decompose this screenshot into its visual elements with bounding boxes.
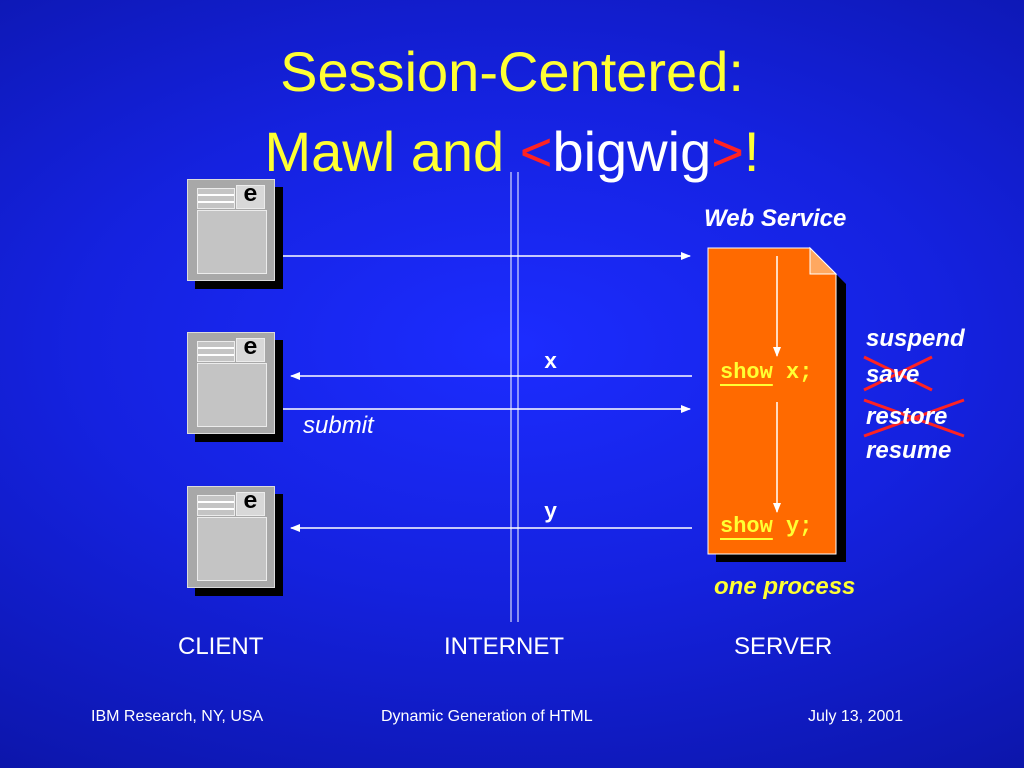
footer-title: Dynamic Generation of HTML — [381, 708, 593, 725]
show-y-statement: show y; — [720, 514, 812, 539]
message-y-label: y — [544, 500, 558, 525]
browser-title-bar — [197, 495, 235, 516]
browser-screen — [197, 210, 267, 274]
browser-screen — [197, 517, 267, 581]
show-keyword: show — [720, 360, 773, 385]
client-column-label: CLIENT — [178, 633, 264, 660]
one-process-label: one process — [714, 573, 856, 600]
browser-title-bar — [197, 188, 235, 209]
word-save: save — [866, 361, 920, 388]
title-mawl-and: Mawl and — [264, 120, 520, 183]
footer-organization: IBM Research, NY, USA — [91, 708, 264, 725]
show-y-arg: y; — [772, 514, 813, 539]
browser-window-2: e — [187, 332, 275, 434]
show-keyword: show — [720, 514, 773, 539]
word-suspend: suspend — [866, 325, 965, 352]
server-document — [707, 247, 837, 555]
title-lt: < — [519, 120, 553, 183]
browser-e-icon: e — [236, 337, 265, 362]
browser-e-icon: e — [236, 491, 265, 516]
browser-window-3: e — [187, 486, 275, 588]
title-bigwig: bigwig — [552, 120, 712, 183]
browser-screen — [197, 363, 267, 427]
show-x-statement: show x; — [720, 360, 812, 385]
submit-label: submit — [303, 412, 374, 439]
word-restore: restore — [866, 403, 948, 430]
message-x-label: x — [544, 350, 558, 375]
browser-window-1: e — [187, 179, 275, 281]
save-cross-b — [863, 355, 933, 392]
server-column-label: SERVER — [734, 633, 833, 660]
title-gt: > — [711, 120, 744, 183]
word-resume: resume — [866, 437, 952, 464]
web-service-label: Web Service — [704, 205, 847, 232]
footer-date: July 13, 2001 — [808, 708, 904, 725]
slide-title-line2: Mawl and <bigwig>! — [0, 122, 1024, 182]
restore-cross-b — [863, 398, 965, 438]
internet-column-label: INTERNET — [444, 633, 564, 660]
server-dogear — [809, 246, 838, 275]
browser-title-bar — [197, 341, 235, 362]
show-x-arg: x; — [772, 360, 813, 385]
browser-e-icon: e — [236, 184, 265, 209]
slide-title-line1: Session-Centered: — [280, 40, 744, 103]
title-bang: ! — [743, 120, 760, 183]
